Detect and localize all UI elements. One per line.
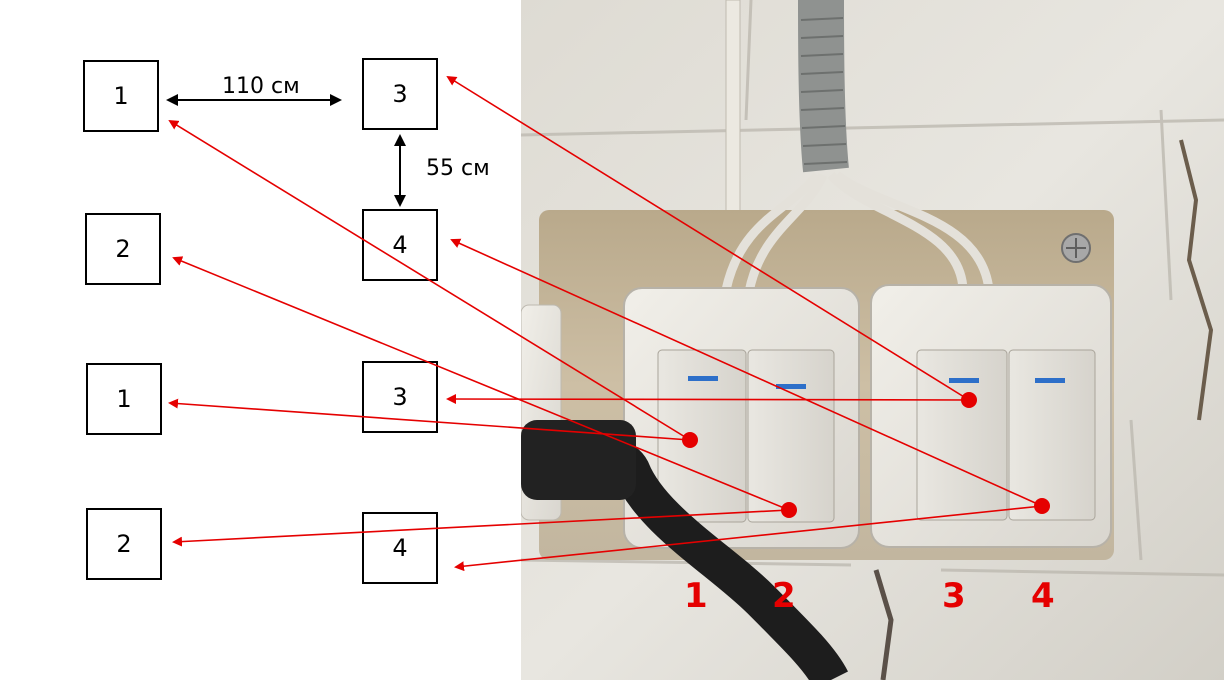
- box-2-upper: 2: [85, 213, 161, 285]
- switch-key-2: [747, 349, 835, 523]
- switch-key-4: [1008, 349, 1096, 521]
- dimension-label-vertical: 55 см: [426, 156, 490, 181]
- box-3-upper: 3: [362, 58, 438, 130]
- box-1-upper: 1: [83, 60, 159, 132]
- switch-number-4: 4: [1031, 576, 1055, 616]
- dimension-label-horizontal: 110 см: [222, 74, 300, 99]
- black-plug: [521, 420, 636, 500]
- wall-crack: [1179, 139, 1214, 421]
- box-1-lower: 1: [86, 363, 162, 435]
- vertical-cable: [725, 0, 741, 241]
- switch-key-1: [657, 349, 747, 523]
- box-4-upper: 4: [362, 209, 438, 281]
- switch-number-2: 2: [772, 576, 796, 616]
- switch-key-3: [916, 349, 1008, 521]
- switch-number-1: 1: [684, 576, 708, 616]
- indicator-light-3: [949, 378, 979, 383]
- layout-diagram-panel: 1 3 2 4 1 3 2 4 110 см 55 см: [0, 0, 521, 680]
- box-2-lower: 2: [86, 508, 162, 580]
- indicator-light-2: [776, 384, 806, 389]
- switch-number-3: 3: [942, 576, 966, 616]
- box-4-lower: 4: [362, 512, 438, 584]
- screw-slot: [1066, 238, 1086, 258]
- indicator-light-1: [688, 376, 718, 381]
- switch-photo-drawing: [521, 0, 1224, 680]
- indicator-light-4: [1035, 378, 1065, 383]
- wall-crack-lower: [873, 569, 894, 680]
- switch-photo: [521, 0, 1224, 680]
- box-3-lower: 3: [362, 361, 438, 433]
